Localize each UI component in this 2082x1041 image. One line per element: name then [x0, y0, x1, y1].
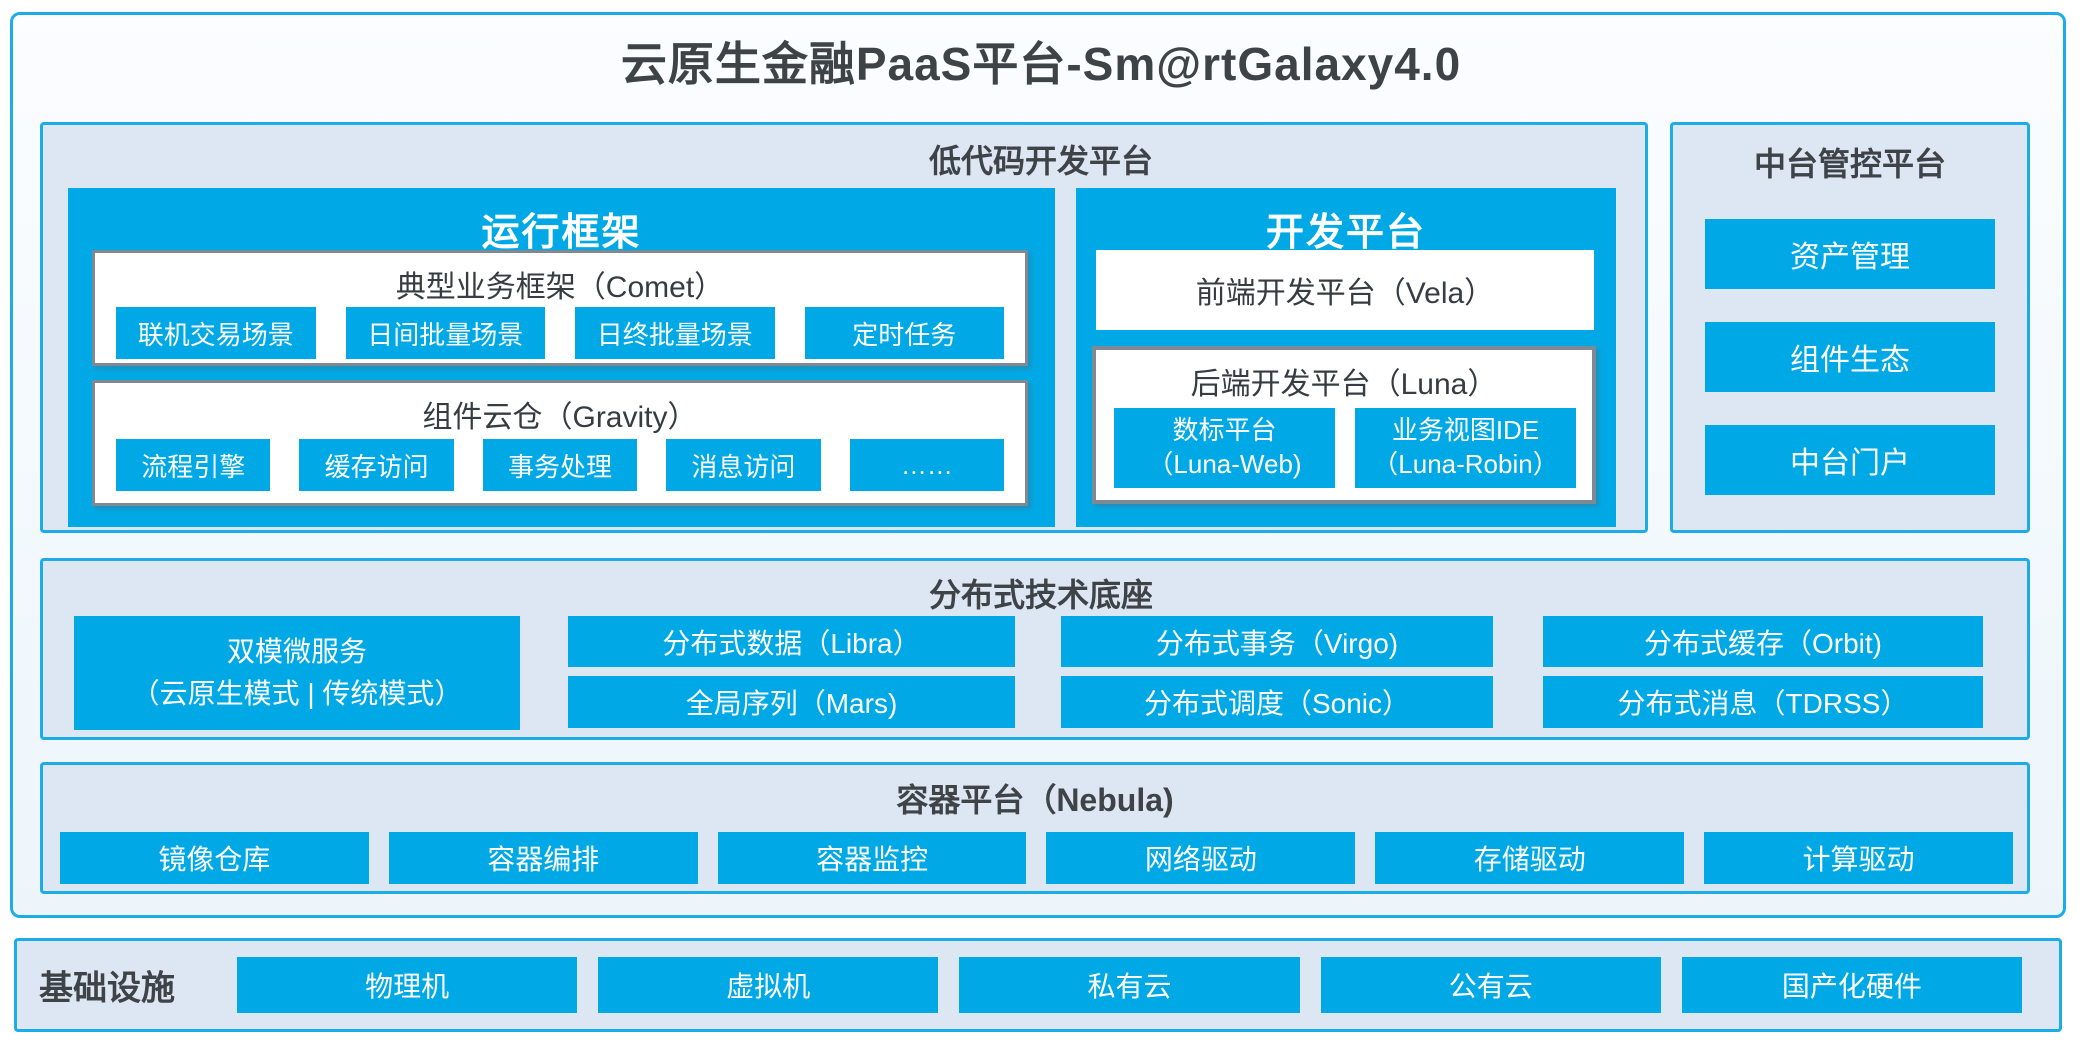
container-item-orchestration: 容器编排 — [388, 832, 698, 884]
runtime-framework-box: 运行框架 典型业务框架（Comet） 联机交易场景 日间批量场景 日终批量场景 … — [68, 188, 1055, 527]
luna-backend-box: 后端开发平台（Luna） 数标平台 （Luna-Web) 业务视图IDE （Lu… — [1092, 346, 1596, 504]
distributed-data-libra-box: 分布式数据（Libra） — [568, 616, 1015, 667]
luna-backend-title: 后端开发平台（Luna） — [1190, 368, 1498, 401]
container-item-compute-driver: 计算驱动 — [1704, 832, 2013, 884]
vela-frontend-label: 前端开发平台（Vela） — [1195, 277, 1495, 310]
comet-item-online-trading: 联机交易场景 — [116, 307, 316, 359]
dev-platform-box: 开发平台 前端开发平台（Vela） 后端开发平台（Luna） 数标平台 （Lun… — [1076, 188, 1616, 527]
luna-web-name: 数标平台 — [1172, 415, 1277, 446]
dual-mode-microservice-box: 双模微服务 （云原生模式 | 传统模式） — [74, 616, 520, 730]
lowcode-platform-label: 低代码开发平台 — [928, 143, 1154, 179]
gravity-warehouse-title: 组件云仓（Gravity） — [422, 401, 698, 434]
midplatform-section: 中台管控平台 资产管理 组件生态 中台门户 — [1670, 122, 2030, 533]
infra-item-domestic-hardware: 国产化硬件 — [1681, 957, 2023, 1013]
gravity-item-transaction: 事务处理 — [482, 439, 638, 491]
luna-robin-name: 业务视图IDE — [1391, 415, 1540, 446]
vela-frontend-box: 前端开发平台（Vela） — [1096, 250, 1594, 330]
gravity-item-ellipsis: …… — [849, 439, 1005, 491]
midplatform-item-asset-management: 资产管理 — [1705, 219, 1995, 289]
container-item-storage-driver: 存储驱动 — [1375, 832, 1685, 884]
infrastructure-items-row: 物理机 虚拟机 私有云 公有云 国产化硬件 — [237, 957, 2023, 1013]
container-platform-section: 容器平台（Nebula) 镜像仓库 容器编排 容器监控 网络驱动 存储驱动 计算… — [40, 762, 2030, 894]
dual-mode-line1: 双模微服务 — [226, 636, 367, 667]
luna-items-row: 数标平台 （Luna-Web) 业务视图IDE （Luna-Robin） — [1114, 408, 1576, 488]
comet-items-row: 联机交易场景 日间批量场景 日终批量场景 定时任务 — [116, 307, 1004, 359]
gravity-item-process-engine: 流程引擎 — [116, 439, 271, 491]
container-items-row: 镜像仓库 容器编排 容器监控 网络驱动 存储驱动 计算驱动 — [60, 832, 2013, 884]
distributed-transaction-virgo-box: 分布式事务（Virgo) — [1061, 616, 1493, 667]
gravity-warehouse-box: 组件云仓（Gravity） 流程引擎 缓存访问 事务处理 消息访问 …… — [92, 380, 1028, 506]
distributed-cache-orbit-box: 分布式缓存（Orbit) — [1543, 616, 1983, 667]
midplatform-item-component-ecosystem: 组件生态 — [1705, 322, 1995, 392]
comet-framework-box: 典型业务框架（Comet） 联机交易场景 日间批量场景 日终批量场景 定时任务 — [92, 250, 1028, 366]
luna-robin-chip: 业务视图IDE （Luna-Robin） — [1355, 408, 1576, 488]
infra-item-private-cloud: 私有云 — [959, 957, 1300, 1013]
comet-item-eod-batch: 日终批量场景 — [575, 307, 775, 359]
distributed-base-section: 分布式技术底座 双模微服务 （云原生模式 | 传统模式） 分布式数据（Libra… — [40, 558, 2030, 740]
midplatform-item-portal: 中台门户 — [1705, 425, 1995, 495]
luna-robin-code: （Luna-Robin） — [1372, 449, 1559, 479]
page-title: 云原生金融PaaS平台-Sm@rtGalaxy4.0 — [620, 38, 1462, 90]
lowcode-platform-section: 低代码开发平台 运行框架 典型业务框架（Comet） 联机交易场景 日间批量场景… — [40, 122, 1648, 533]
distributed-base-label: 分布式技术底座 — [928, 577, 1154, 613]
infrastructure-label: 基础设施 — [39, 969, 175, 1008]
luna-web-code: （Luna-Web) — [1147, 449, 1302, 479]
infra-item-physical-machine: 物理机 — [237, 957, 578, 1013]
dev-platform-title: 开发平台 — [1265, 212, 1426, 254]
container-item-image-registry: 镜像仓库 — [60, 832, 369, 884]
distributed-scheduling-sonic-box: 分布式调度（Sonic） — [1061, 676, 1493, 728]
luna-web-chip: 数标平台 （Luna-Web) — [1114, 408, 1335, 488]
comet-item-daytime-batch: 日间批量场景 — [345, 307, 545, 359]
runtime-framework-title: 运行框架 — [481, 212, 642, 254]
global-sequence-mars-box: 全局序列（Mars) — [568, 676, 1015, 728]
dual-mode-line2: （云原生模式 | 传统模式） — [131, 678, 463, 709]
gravity-item-cache-access: 缓存访问 — [299, 439, 454, 491]
container-platform-label: 容器平台（Nebula) — [896, 782, 1174, 818]
comet-item-scheduled-task: 定时任务 — [804, 307, 1004, 359]
infra-item-virtual-machine: 虚拟机 — [598, 957, 939, 1013]
infra-item-public-cloud: 公有云 — [1320, 957, 1661, 1013]
distributed-message-tdrss-box: 分布式消息（TDRSS） — [1543, 676, 1983, 728]
gravity-item-message-access: 消息访问 — [666, 439, 821, 491]
midplatform-label: 中台管控平台 — [1753, 146, 1946, 182]
infrastructure-section: 基础设施 物理机 虚拟机 私有云 公有云 国产化硬件 — [14, 938, 2062, 1032]
comet-framework-title: 典型业务框架（Comet） — [395, 271, 725, 304]
gravity-items-row: 流程引擎 缓存访问 事务处理 消息访问 …… — [116, 439, 1005, 491]
container-item-network-driver: 网络驱动 — [1046, 832, 1356, 884]
container-item-monitoring: 容器监控 — [717, 832, 1027, 884]
